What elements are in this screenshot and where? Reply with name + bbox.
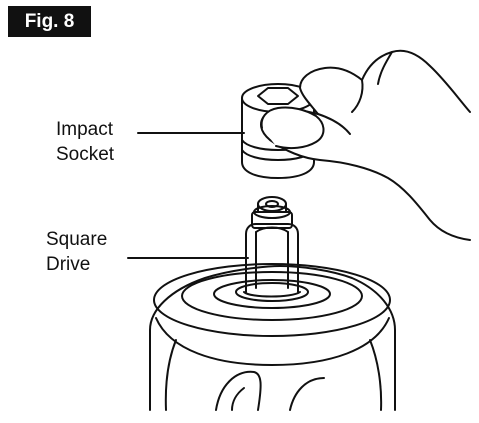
impact-socket-label-line-1: Impact [56, 119, 114, 140]
figure-label: Fig. 8 [8, 6, 91, 37]
square-drive-illustration [243, 196, 301, 298]
square-drive-label-line-2: Drive [46, 254, 91, 275]
impact-wrench-illustration [149, 263, 396, 411]
square-drive-label-line-1: Square [46, 229, 108, 250]
hand-illustration [260, 49, 471, 241]
impact-socket-label-line-2: Socket [56, 144, 115, 165]
